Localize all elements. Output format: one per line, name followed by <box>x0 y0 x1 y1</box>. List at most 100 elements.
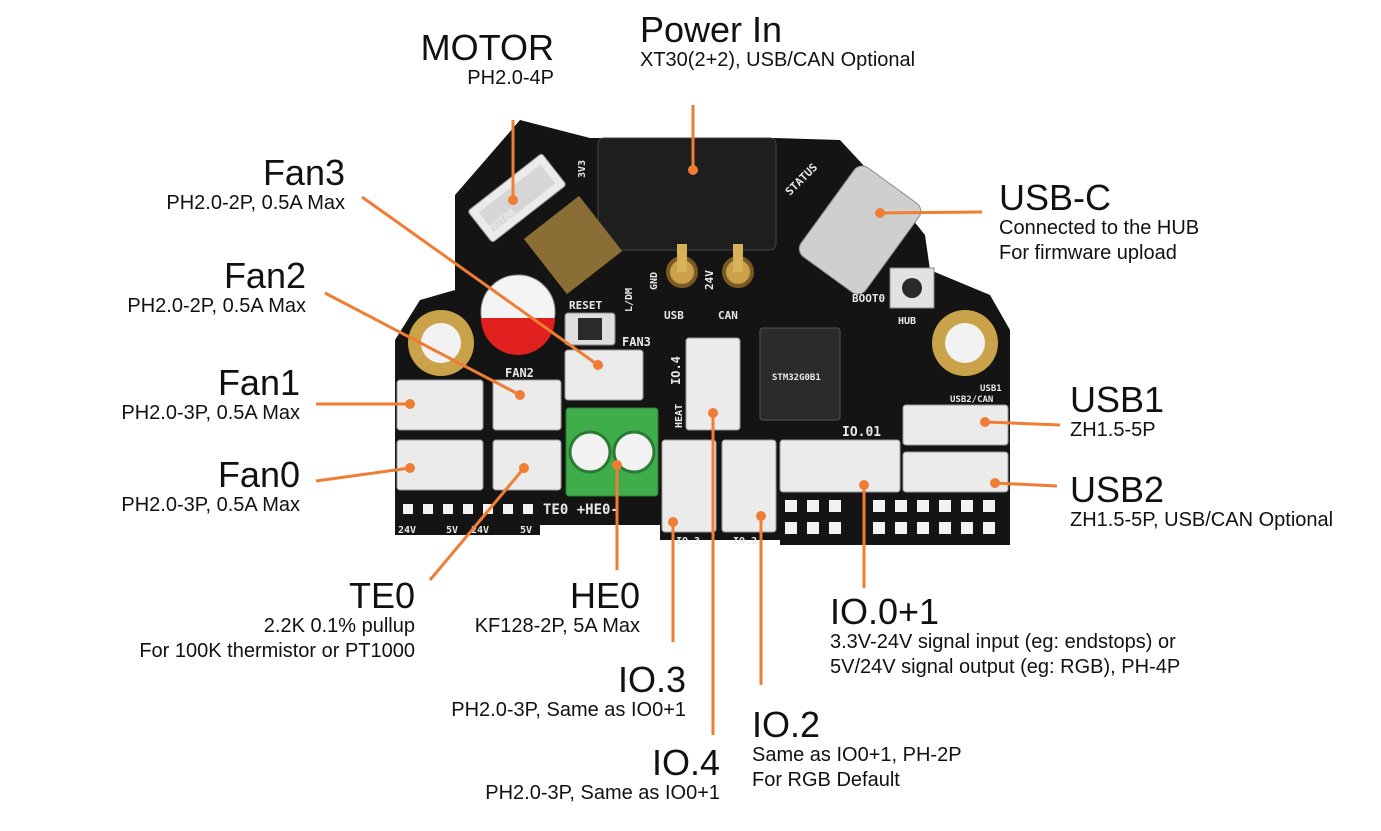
leader-fan3 <box>361 195 599 367</box>
label-he0-title: HE0 <box>569 575 640 616</box>
leader-usb1 <box>984 420 1061 427</box>
label-fan3-title: Fan3 <box>262 152 345 193</box>
silk-hub: HUB <box>898 316 916 327</box>
silk-mcu: STM32G0B1 <box>772 373 821 383</box>
usbc-connector <box>798 165 922 295</box>
label-fan3-line: PH2.0-2P, 0.5A Max <box>166 192 345 214</box>
label-fan1: Fan1 PH2.0-3P, 0.5A Max <box>121 365 300 426</box>
label-io4-line: PH2.0-3P, Same as IO0+1 <box>485 782 720 804</box>
label-fan1-title: Fan1 <box>217 362 300 403</box>
label-motor: MOTOR PH2.0-4P <box>421 30 554 91</box>
label-fan1-line: PH2.0-3P, 0.5A Max <box>121 402 300 424</box>
label-fan0-title: Fan0 <box>217 454 300 495</box>
label-io01-line-2: 5V/24V signal output (eg: RGB), PH-4P <box>830 656 1181 678</box>
pin-header-right <box>785 500 995 534</box>
silk-fan3: FAN3 <box>622 335 651 349</box>
label-fan2-title: Fan2 <box>223 255 306 296</box>
silk-can: CAN <box>718 309 738 322</box>
power-pin-gnd-post <box>677 244 687 272</box>
label-usb2-line: ZH1.5-5P, USB/CAN Optional <box>1070 509 1334 531</box>
label-power-in: Power In XT30(2+2), USB/CAN Optional <box>640 12 915 73</box>
fan3-connector <box>564 349 644 401</box>
label-io2-line-1: Same as IO0+1, PH-2P <box>752 744 962 766</box>
silk-reset: RESET <box>569 299 602 312</box>
label-io2-line-2: For RGB Default <box>752 769 900 791</box>
io2-connector <box>721 439 777 533</box>
label-io3: IO.3 PH2.0-3P, Same as IO0+1 <box>451 662 686 723</box>
label-usb-c-line-1: Connected to the HUB <box>999 217 1200 239</box>
leader-te0 <box>428 467 526 581</box>
silk-24v-a: 24V <box>398 525 416 536</box>
label-fan0: Fan0 PH2.0-3P, 0.5A Max <box>121 457 300 518</box>
label-te0: TE0 2.2K 0.1% pullup For 100K thermistor… <box>139 578 415 664</box>
silk-5v-a: 5V <box>446 525 458 536</box>
label-usb-c-line-2: For firmware upload <box>999 242 1177 264</box>
label-io4: IO.4 PH2.0-3P, Same as IO0+1 <box>485 745 720 806</box>
label-io3-title: IO.3 <box>617 659 686 700</box>
silk-ldm: L/DM <box>624 288 635 312</box>
silk-24v-b: 24V <box>471 525 489 536</box>
silk-usb1: USB1 <box>980 384 1002 394</box>
label-motor-line: PH2.0-4P <box>467 67 554 89</box>
label-usb-c: USB-C Connected to the HUB For firmware … <box>999 180 1199 266</box>
label-io2-title: IO.2 <box>752 704 821 745</box>
fan2-connector <box>492 379 562 431</box>
leader-usbc <box>879 210 983 215</box>
leader-dots <box>405 165 1000 527</box>
label-io01-title: IO.0+1 <box>830 591 940 632</box>
label-usb2-title: USB2 <box>1070 469 1165 510</box>
label-motor-title: MOTOR <box>420 27 554 68</box>
label-te0-title: TE0 <box>348 575 415 616</box>
power-pin-24v-post <box>733 244 743 272</box>
usb1-connector <box>902 404 1009 446</box>
mount-hole-right-center <box>945 323 985 363</box>
silk-io2: IO.2 <box>733 536 757 547</box>
fan0-connector <box>396 439 484 491</box>
label-he0: HE0 KF128-2P, 5A Max <box>475 578 640 639</box>
label-io3-line: PH2.0-3P, Same as IO0+1 <box>451 699 686 721</box>
label-usb1-title: USB1 <box>1070 379 1165 420</box>
power-connector <box>597 137 777 251</box>
leader-usb2 <box>994 481 1058 488</box>
silk-boot0: BOOT0 <box>852 292 885 305</box>
label-io01: IO.0+1 3.3V-24V signal input (eg: endsto… <box>830 594 1180 680</box>
silk-fan2: FAN2 <box>505 366 534 380</box>
silk-io3: IO.3 <box>676 536 700 547</box>
label-io2: IO.2 Same as IO0+1, PH-2P For RGB Defaul… <box>752 707 962 793</box>
label-fan2-line: PH2.0-2P, 0.5A Max <box>127 295 306 317</box>
label-fan0-line: PH2.0-3P, 0.5A Max <box>121 494 300 516</box>
silk-3v3: 3V3 <box>577 160 588 178</box>
label-te0-line-1: 2.2K 0.1% pullup <box>263 615 415 637</box>
label-usb1-line: ZH1.5-5P <box>1070 419 1156 441</box>
he0-terminal <box>565 407 659 497</box>
thermal-indicator-red <box>481 318 555 355</box>
label-he0-line: KF128-2P, 5A Max <box>474 615 640 637</box>
mount-hole-left-center <box>421 323 461 363</box>
label-power-in-line: XT30(2+2), USB/CAN Optional <box>640 49 916 71</box>
io01-connector <box>779 439 901 493</box>
label-fan3: Fan3 PH2.0-2P, 0.5A Max <box>166 155 345 216</box>
silk-24v: 24V <box>703 270 716 290</box>
label-usb1: USB1 ZH1.5-5P <box>1070 382 1164 443</box>
io3-connector <box>661 439 717 533</box>
label-te0-line-2: For 100K thermistor or PT1000 <box>139 640 415 662</box>
usb2-connector <box>902 451 1009 493</box>
silk-5v-b: 5V <box>520 525 532 536</box>
leader-fan2 <box>324 291 521 397</box>
silk-io4: IO.4 <box>669 356 683 385</box>
silk-usb2can: USB2/CAN <box>950 395 993 405</box>
silk-heat: HEAT <box>674 404 685 428</box>
buzzer <box>523 195 623 295</box>
silk-usb: USB <box>664 309 684 322</box>
leader-fan0 <box>315 466 411 483</box>
label-io4-title: IO.4 <box>651 742 720 783</box>
silk-te0-he0: TE0 +HE0- <box>543 502 619 518</box>
label-io01-line-1: 3.3V-24V signal input (eg: endstops) or <box>830 631 1176 653</box>
leader-lines <box>315 105 1061 735</box>
silk-gnd: GND <box>649 272 660 290</box>
label-power-in-title: Power In <box>640 9 783 50</box>
silk-io01: IO.01 <box>842 425 881 440</box>
label-usb2: USB2 ZH1.5-5P, USB/CAN Optional <box>1070 472 1333 533</box>
label-usb-c-title: USB-C <box>999 177 1112 218</box>
